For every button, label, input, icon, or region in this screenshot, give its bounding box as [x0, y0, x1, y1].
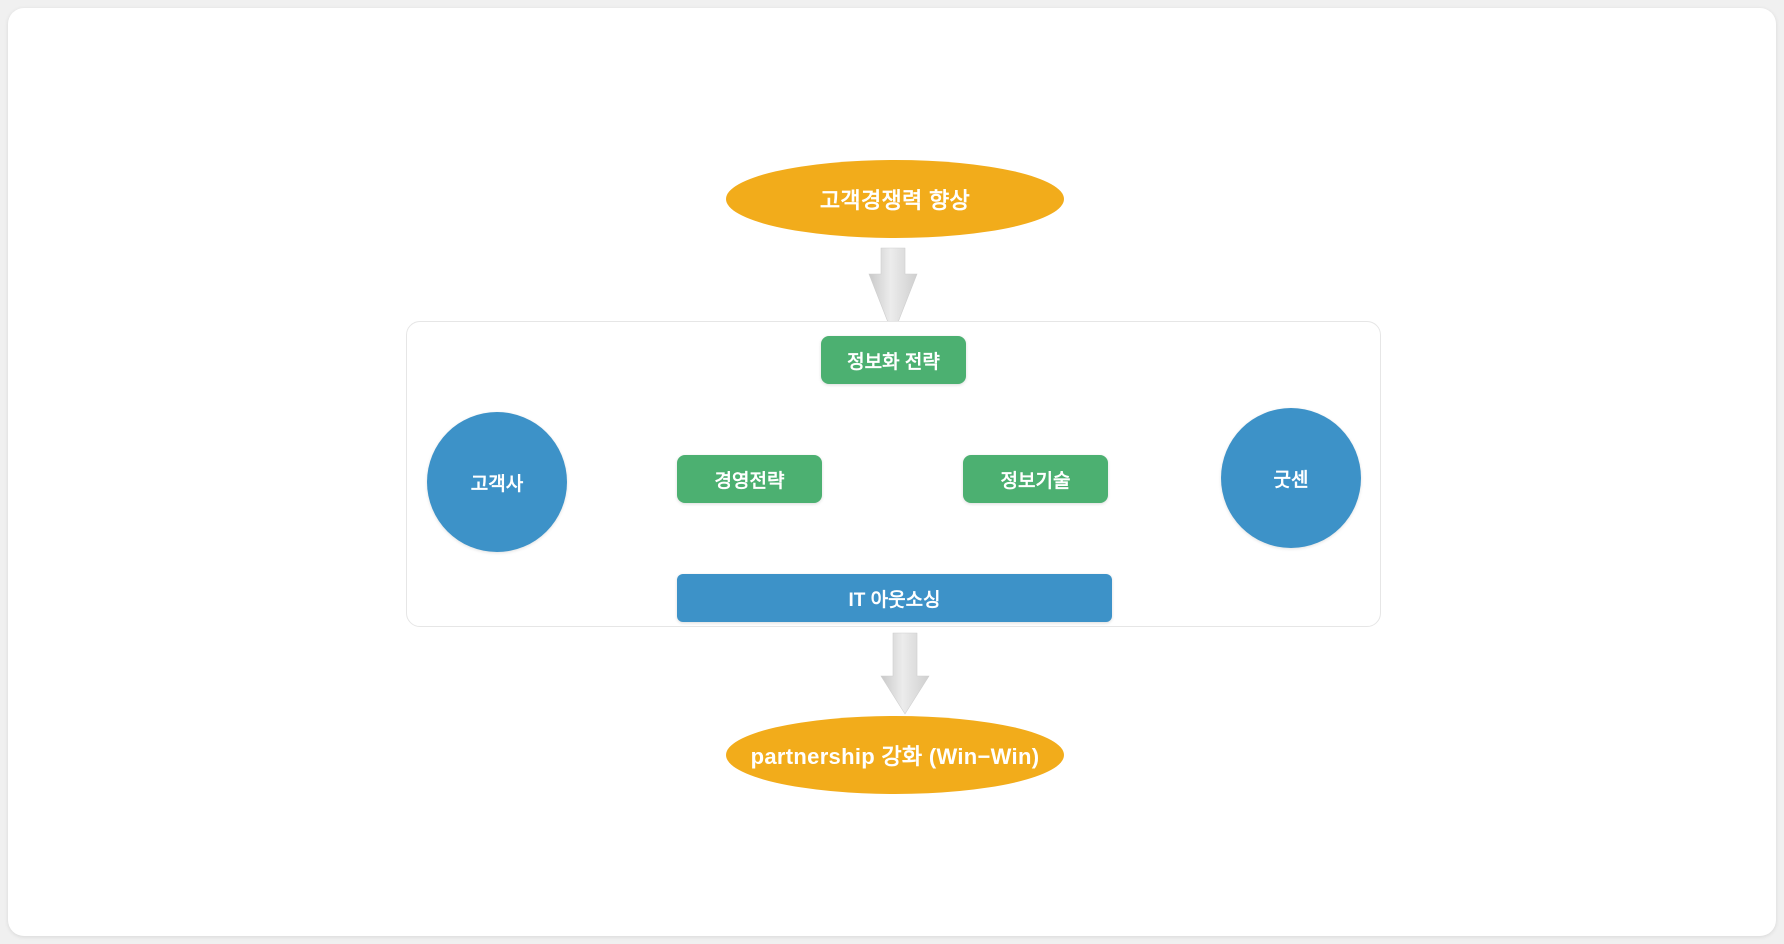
actor-client-company[interactable]: 고객사: [427, 412, 567, 552]
actor-goodcen[interactable]: 굿센: [1221, 408, 1361, 548]
node-information-technology[interactable]: 정보기술: [963, 455, 1108, 503]
page-card: 고객경쟁력 향상 고객사 굿센 정보화 전략 경영전략 정보기술 IT 아웃소싱…: [8, 8, 1776, 936]
outcome-customer-competitiveness[interactable]: 고객경쟁력 향상: [726, 160, 1064, 238]
node-information-strategy[interactable]: 정보화 전략: [821, 336, 966, 384]
outcome-partnership-winwin[interactable]: partnership 강화 (Win−Win): [726, 716, 1064, 794]
node-management-strategy[interactable]: 경영전략: [677, 455, 822, 503]
strategy-diagram: 고객경쟁력 향상 고객사 굿센 정보화 전략 경영전략 정보기술 IT 아웃소싱…: [8, 8, 1776, 936]
arrow-outsourcing-to-partnership: [880, 632, 930, 715]
node-it-outsourcing[interactable]: IT 아웃소싱: [677, 574, 1112, 622]
